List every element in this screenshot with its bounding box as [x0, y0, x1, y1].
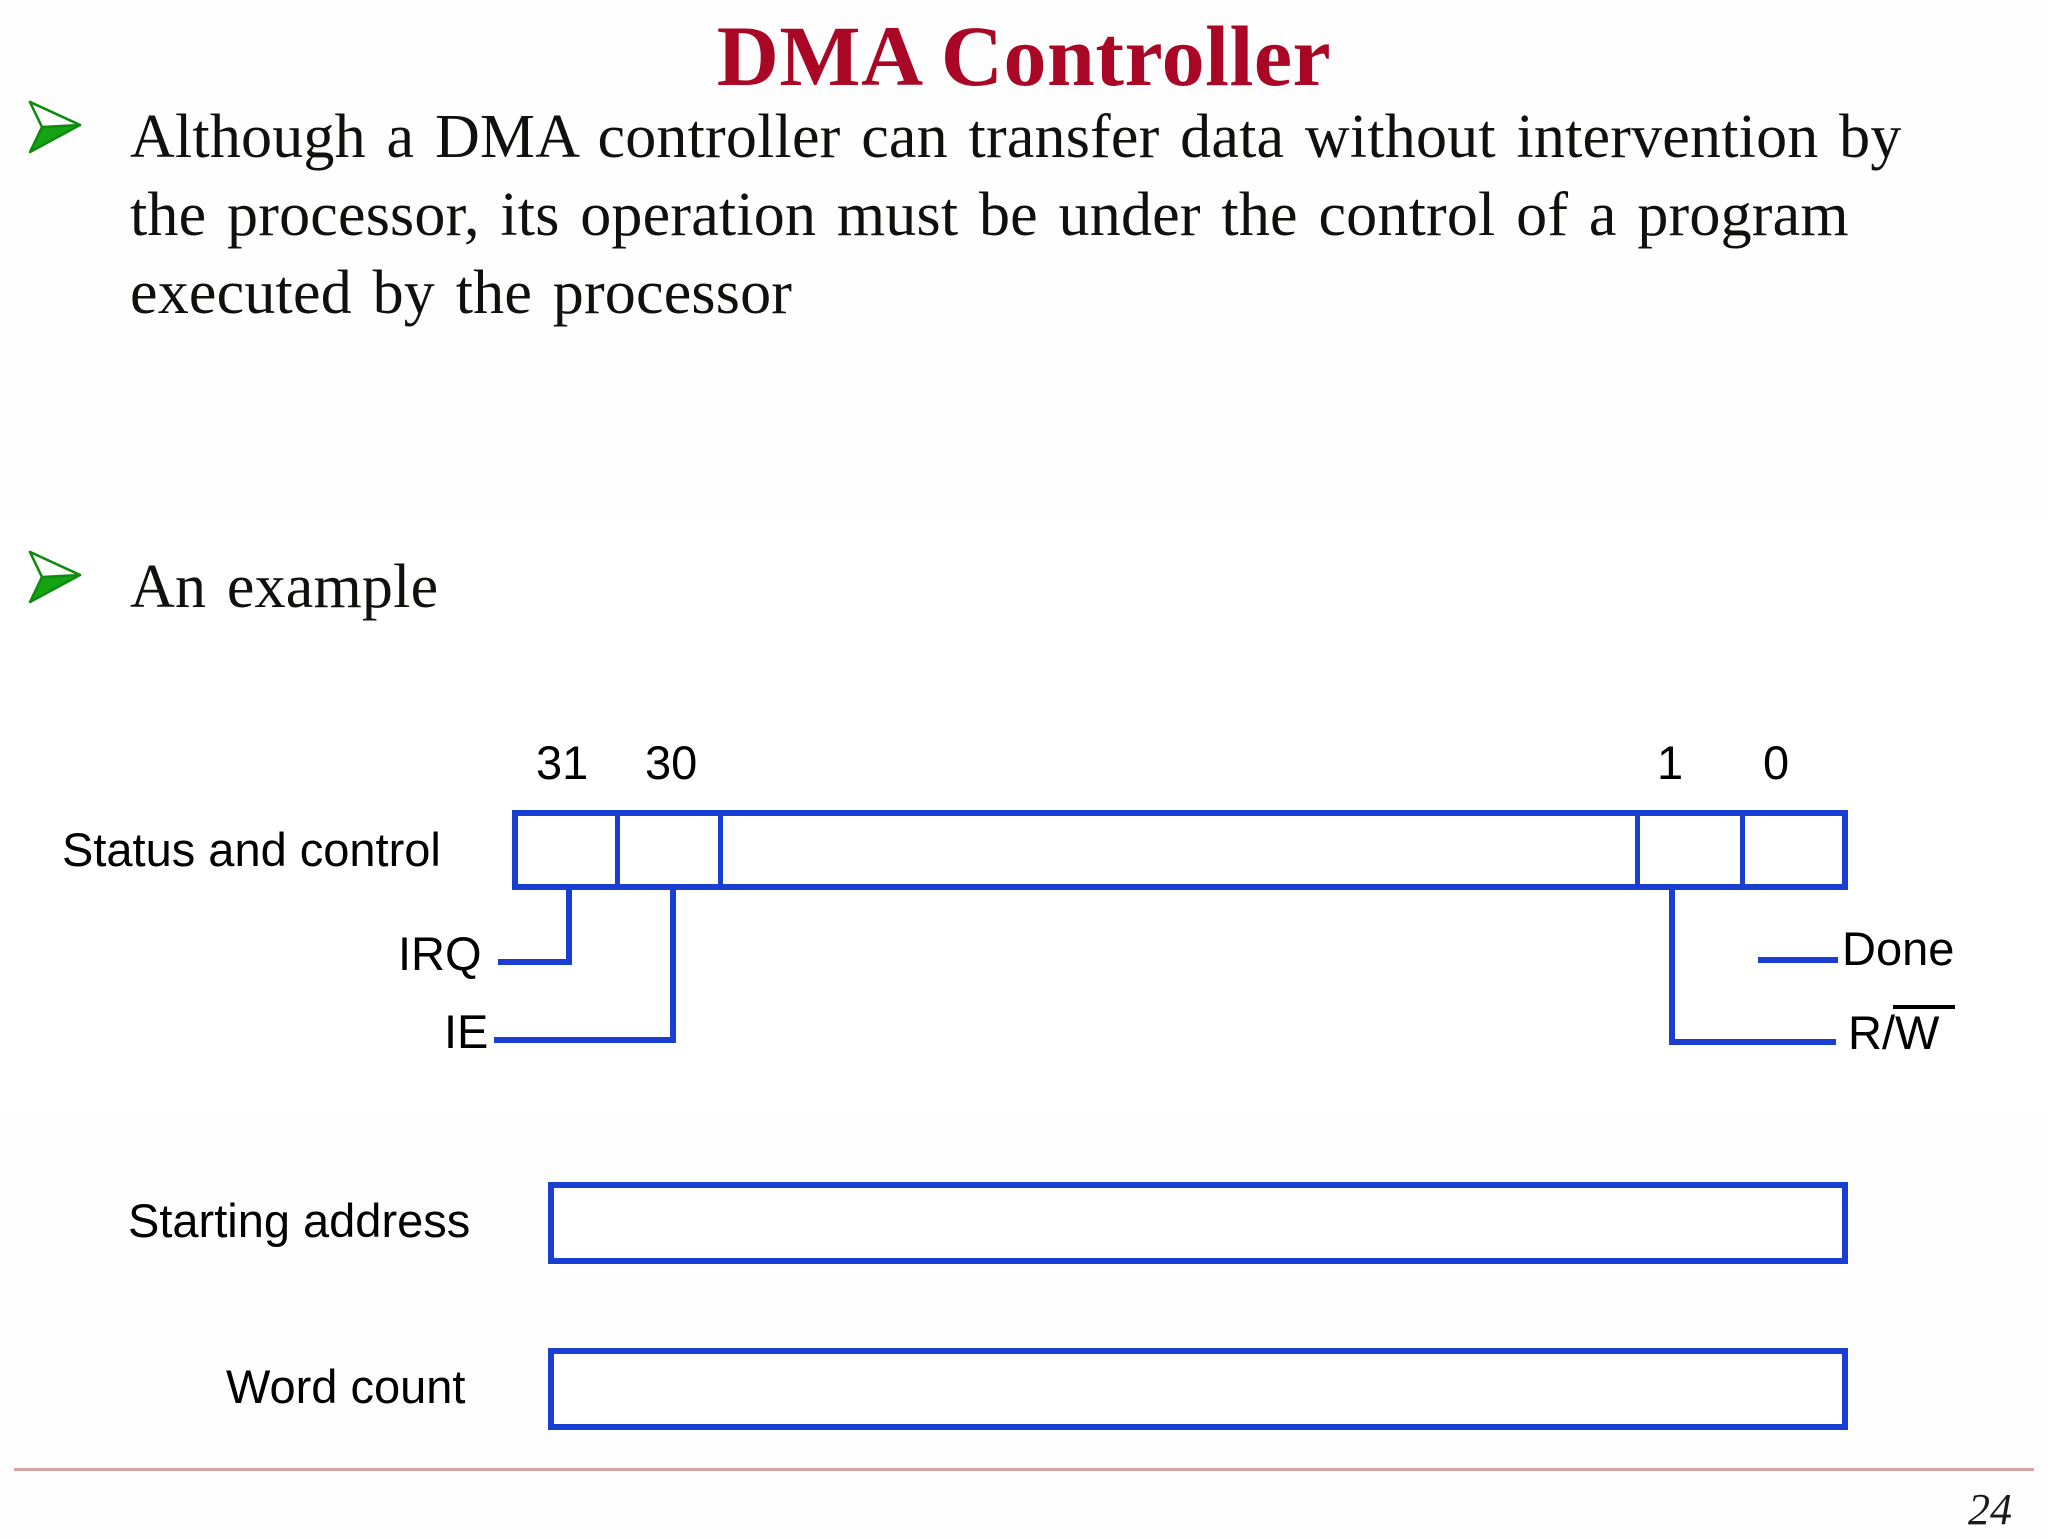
field-label-irq: IRQ: [398, 927, 482, 980]
bullet-text: An example: [130, 553, 439, 621]
arrowhead-icon: [24, 548, 86, 606]
starting-address-label: Starting address: [128, 1194, 471, 1247]
starting-address-register: [548, 1182, 1848, 1264]
done-leader-stub: [1758, 957, 1838, 963]
bit-label-31: 31: [536, 736, 589, 789]
rw-leader-horizontal: [1669, 1039, 1836, 1045]
cell-divider-mid-1: [1635, 816, 1640, 884]
status-and-control-register: [512, 810, 1848, 890]
arrowhead-icon: [24, 98, 86, 156]
ie-leader-horizontal: [494, 1037, 676, 1043]
footer-divider: [14, 1468, 2034, 1471]
field-label-done: Done: [1842, 922, 1955, 975]
field-label-rw: R/W: [1848, 1005, 1956, 1059]
bit-label-0: 0: [1763, 736, 1790, 789]
cell-divider-1-0: [1740, 816, 1745, 884]
rw-overline: W: [1892, 1005, 1956, 1059]
word-count-register: [548, 1348, 1848, 1430]
status-and-control-label: Status and control: [62, 823, 441, 876]
cell-divider-31-30: [615, 816, 620, 884]
bit-label-30: 30: [645, 736, 698, 789]
page-number: 24: [1968, 1485, 2012, 1534]
cell-divider-30-mid: [718, 816, 723, 884]
bit-label-1: 1: [1657, 736, 1684, 789]
irq-leader-horizontal: [498, 959, 572, 965]
page-title: DMA Controller: [716, 8, 1332, 104]
field-label-ie: IE: [444, 1005, 489, 1058]
rw-leader-vertical: [1669, 890, 1675, 1045]
word-count-label: Word count: [226, 1360, 466, 1413]
bullet-text: Although a DMA controller can transfer d…: [130, 103, 1902, 327]
ie-leader-vertical: [670, 890, 676, 1043]
irq-leader-vertical: [566, 890, 572, 965]
bullet-item-1: Although a DMA controller can transfer d…: [24, 98, 1984, 332]
bullet-item-2: An example: [24, 548, 1984, 626]
